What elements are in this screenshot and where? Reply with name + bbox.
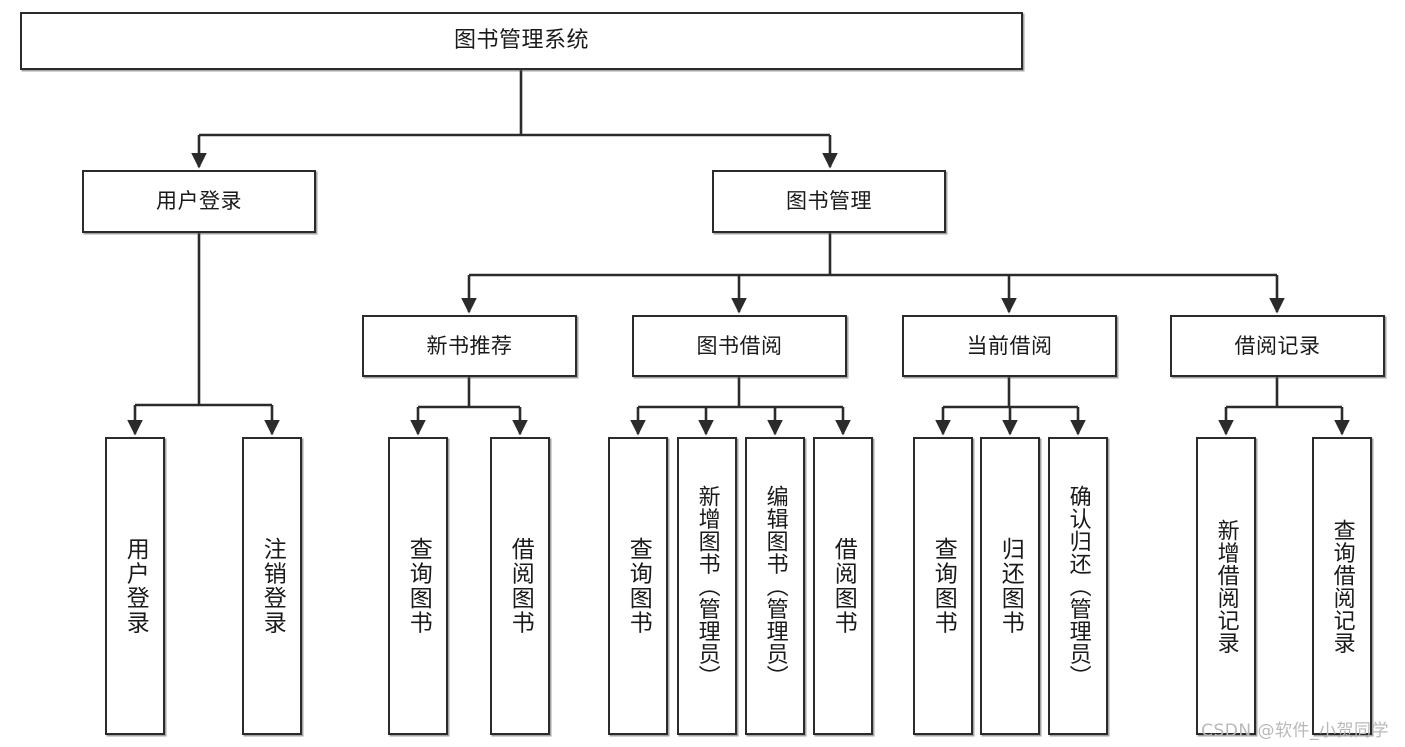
csdn-watermark: CSDN @软件_小贺同学 [1201,721,1389,741]
node-label: 查询图书 [930,537,957,635]
node-label: 新增图书（管理员） [694,484,720,688]
node-root-system[interactable]: 图书管理系统 [20,12,1023,70]
node-new-book-recommendation[interactable]: 新书推荐 [362,315,577,377]
leaf-query-book-borrow[interactable]: 查询图书 [608,437,668,735]
node-label: 查询图书 [405,537,432,635]
node-label: 用户登录 [122,537,149,635]
node-label: 用户登录 [156,189,242,214]
node-borrow-record[interactable]: 借阅记录 [1170,315,1385,377]
node-label: 图书管理 [786,189,872,214]
leaf-query-borrow-record[interactable]: 查询借阅记录 [1312,437,1372,735]
node-label: 查询图书 [625,537,652,635]
node-label: 注销登录 [259,537,286,635]
node-label: 借阅记录 [1234,333,1321,358]
leaf-confirm-return-admin[interactable]: 确认归还（管理员） [1048,437,1108,735]
leaf-add-borrow-record[interactable]: 新增借阅记录 [1196,437,1256,735]
leaf-add-book-admin[interactable]: 新增图书（管理员） [677,437,737,735]
leaf-user-logout[interactable]: 注销登录 [242,437,302,735]
node-label: 新增借阅记录 [1213,518,1239,654]
node-label: 编辑图书（管理员） [762,484,788,688]
leaf-user-login[interactable]: 用户登录 [105,437,165,735]
node-label: 图书管理系统 [453,28,589,54]
leaf-edit-book-admin[interactable]: 编辑图书（管理员） [745,437,805,735]
leaf-borrow-book[interactable]: 借阅图书 [813,437,873,735]
node-label: 查询借阅记录 [1329,518,1355,654]
leaf-query-book-new-rec[interactable]: 查询图书 [388,437,448,735]
node-label: 归还图书 [997,537,1024,635]
node-label: 借阅图书 [830,537,857,635]
leaf-borrow-book-new-rec[interactable]: 借阅图书 [490,437,550,735]
node-label: 确认归还（管理员） [1065,484,1091,688]
node-label: 当前借阅 [966,333,1053,358]
node-book-manage[interactable]: 图书管理 [712,170,946,233]
node-book-borrow[interactable]: 图书借阅 [632,315,847,377]
node-current-borrow[interactable]: 当前借阅 [902,315,1117,377]
node-label: 图书借阅 [696,333,783,358]
leaf-return-book[interactable]: 归还图书 [980,437,1040,735]
node-label: 新书推荐 [426,333,513,358]
node-user-login[interactable]: 用户登录 [82,170,316,233]
leaf-query-book-current[interactable]: 查询图书 [913,437,973,735]
node-label: 借阅图书 [507,537,534,635]
